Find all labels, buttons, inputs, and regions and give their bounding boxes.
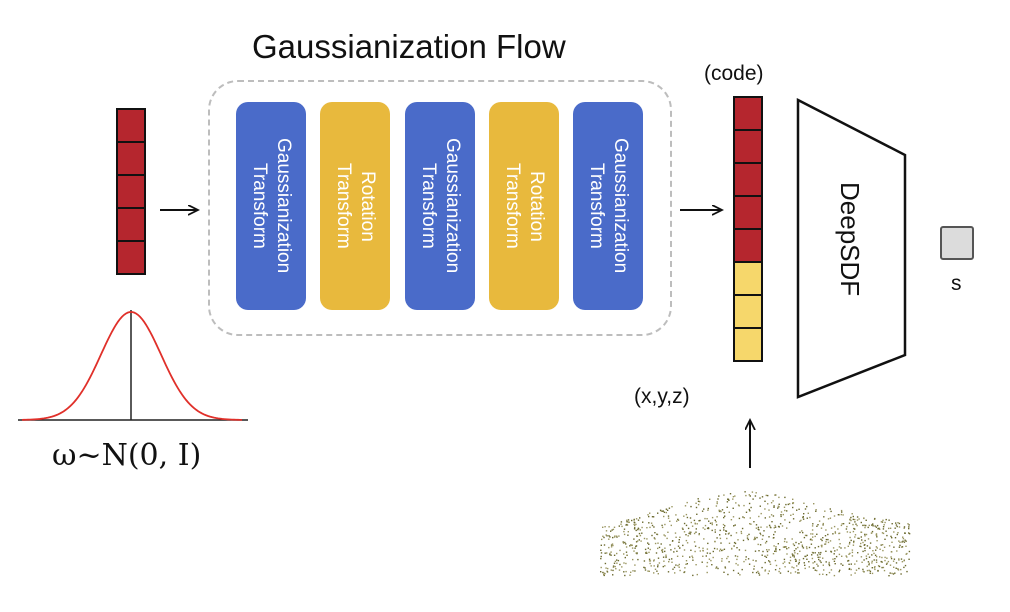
latent-cell [116, 240, 146, 275]
prior-distribution-label: ω~N(0, I) [52, 438, 202, 473]
latent-cell [116, 207, 146, 242]
deepsdf-decoder-shape [796, 97, 907, 399]
output-label: s [951, 272, 962, 295]
diagram-title: Gaussianization Flow [252, 28, 566, 65]
block-label-line-2: Transform [418, 163, 439, 249]
code-cell [733, 96, 763, 131]
block-label-line-1: Gaussianization [273, 138, 294, 274]
code-cell [733, 162, 763, 197]
code-xyz-vector [733, 96, 763, 362]
block-label-line-2: Transform [333, 163, 354, 249]
sdf-output-square [940, 226, 974, 260]
xyz-cell [733, 261, 763, 296]
code-cell [733, 228, 763, 263]
latent-cell [116, 108, 146, 143]
code-label: (code) [704, 62, 764, 85]
block-label-line-2: Transform [586, 163, 607, 249]
block-label-line-1: Gaussianization [442, 138, 463, 274]
block-label-line-1: Rotation [526, 170, 547, 242]
block-label-line-1: Rotation [357, 170, 378, 242]
deepsdf-label: DeepSDF [835, 182, 865, 297]
input-latent-vector [116, 108, 146, 275]
code-cell [733, 129, 763, 164]
xyz-label: (x,y,z) [634, 385, 690, 408]
code-cell [733, 195, 763, 230]
car-point-cloud-icon [600, 491, 911, 577]
block-label-line-1: Gaussianization [610, 138, 631, 274]
block-label-line-2: Transform [502, 163, 523, 249]
latent-cell [116, 174, 146, 209]
block-label-line-2: Transform [249, 163, 270, 249]
gaussian-curve-icon [18, 310, 248, 421]
latent-cell [116, 141, 146, 176]
xyz-cell [733, 294, 763, 329]
xyz-cell [733, 327, 763, 362]
gaussianization-flow-container [208, 80, 672, 336]
